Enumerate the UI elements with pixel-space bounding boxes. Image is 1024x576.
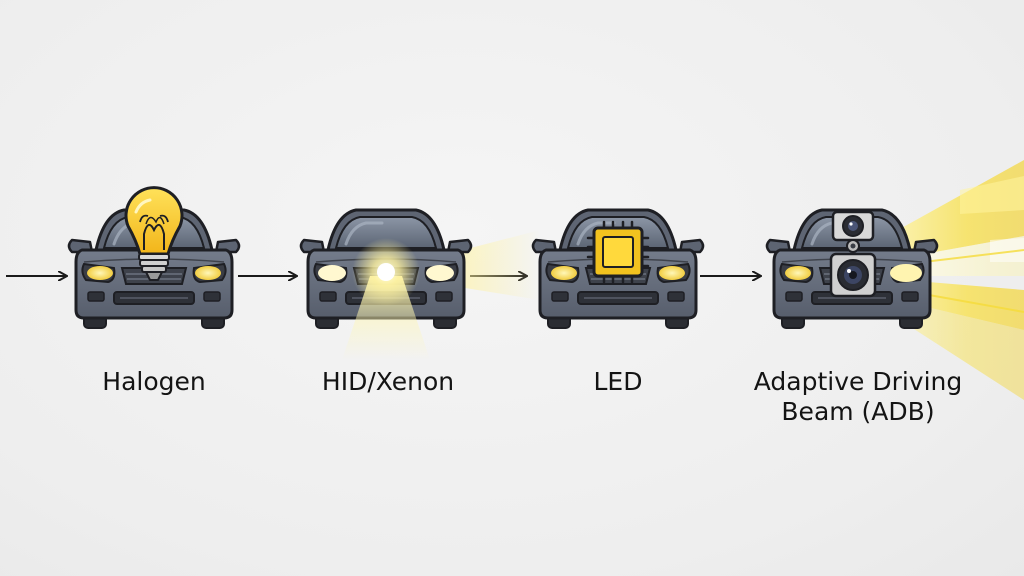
chip-icon (586, 220, 650, 284)
car-hid (299, 208, 473, 330)
car-adb (765, 208, 939, 330)
stage-label-halogen: Halogen (102, 367, 206, 396)
glow-icon (342, 238, 430, 360)
car-halogen (67, 208, 241, 330)
stage-label-hid: HID/Xenon (321, 367, 455, 396)
car-led (531, 208, 705, 330)
stage-label-led: LED (593, 367, 643, 396)
stage-label-adb: Adaptive Driving Beam (ADB) (753, 367, 963, 426)
lightbulb-icon (124, 186, 184, 281)
camera-icon (829, 210, 877, 298)
